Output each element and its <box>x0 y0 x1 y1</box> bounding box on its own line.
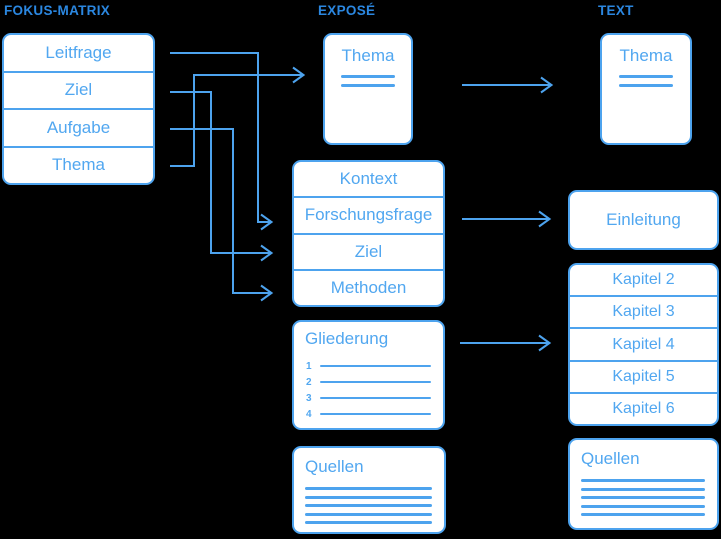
text-thema-card: Thema <box>600 33 692 145</box>
gliederung-item: 1 <box>306 358 431 374</box>
text-line-placeholder <box>581 513 705 516</box>
gliederung-item-number: 1 <box>306 360 312 372</box>
text-einleitung-box: Einleitung <box>568 190 719 250</box>
connector-ziel-ziel <box>170 91 274 262</box>
kapitel-row-4: Kapitel 4 <box>570 329 717 362</box>
expose-row-forschungsfrage: Forschungsfrage <box>294 198 443 235</box>
text-line-placeholder <box>341 75 395 78</box>
text-line-placeholder <box>305 521 432 524</box>
text-line-placeholder <box>305 487 432 490</box>
gliederung-item: 4 <box>306 406 431 422</box>
text-line-placeholder <box>320 364 431 368</box>
text-line-placeholder <box>619 84 673 87</box>
connector-aufgabe-methoden <box>170 128 274 302</box>
gliederung-title: Gliederung <box>305 329 389 348</box>
quellen-lines <box>570 469 717 516</box>
connector-leitfrage-forschungsfrage <box>170 52 274 231</box>
text-line-placeholder <box>305 504 432 507</box>
column-header-expose: EXPOSÉ <box>318 3 376 18</box>
text-line-placeholder <box>305 512 432 516</box>
expose-quellen-card: Quellen <box>292 446 446 534</box>
expose-structure-box: Kontext Forschungsfrage Ziel Methoden <box>292 160 445 307</box>
matrix-row-leitfrage: Leitfrage <box>4 35 153 73</box>
quellen-lines <box>294 477 444 524</box>
gliederung-item-number: 3 <box>306 392 312 404</box>
gliederung-list: 1 2 3 4 <box>294 349 443 422</box>
expose-thema-title: Thema <box>341 46 395 65</box>
expose-quellen-title: Quellen <box>305 457 364 476</box>
text-line-placeholder <box>320 380 431 384</box>
connector-thema-thema-expose <box>170 66 306 167</box>
matrix-row-aufgabe: Aufgabe <box>4 110 153 148</box>
text-line-placeholder <box>341 84 395 87</box>
text-line-placeholder <box>320 396 431 400</box>
text-line-placeholder <box>581 487 705 491</box>
matrix-row-ziel: Ziel <box>4 73 153 110</box>
kapitel-row-3: Kapitel 3 <box>570 297 717 330</box>
expose-row-methoden: Methoden <box>330 277 407 297</box>
fokus-matrix-box: Leitfrage Ziel Aufgabe Thema <box>2 33 155 185</box>
expose-gliederung-card: Gliederung 1 2 3 4 <box>292 320 445 430</box>
kapitel-row-6: Kapitel 6 <box>612 399 675 417</box>
expose-thema-card: Thema <box>323 33 413 145</box>
text-line-placeholder <box>581 496 705 499</box>
expose-row-ziel: Ziel <box>294 235 443 271</box>
text-thema-title: Thema <box>619 46 673 65</box>
gliederung-item-number: 4 <box>306 408 312 420</box>
text-quellen-card: Quellen <box>568 438 719 530</box>
matrix-row-thema: Thema <box>52 155 105 175</box>
text-line-placeholder <box>581 504 705 508</box>
text-quellen-title: Quellen <box>581 449 640 468</box>
einleitung-label: Einleitung <box>606 210 681 229</box>
text-line-placeholder <box>581 479 705 482</box>
kapitel-row-5: Kapitel 5 <box>570 362 717 394</box>
expose-row-kontext: Kontext <box>294 162 443 199</box>
column-header-fokus-matrix: FOKUS-MATRIX <box>4 3 111 18</box>
gliederung-item-number: 2 <box>306 376 312 388</box>
kapitel-row-2: Kapitel 2 <box>570 265 717 298</box>
text-line-placeholder <box>619 75 673 78</box>
text-line-placeholder <box>305 495 432 499</box>
text-kapitel-box: Kapitel 2 Kapitel 3 Kapitel 4 Kapitel 5 … <box>568 263 719 426</box>
gliederung-item: 3 <box>306 390 431 406</box>
text-line-placeholder <box>320 412 431 416</box>
gliederung-item: 2 <box>306 374 431 390</box>
column-header-text: TEXT <box>598 3 634 18</box>
